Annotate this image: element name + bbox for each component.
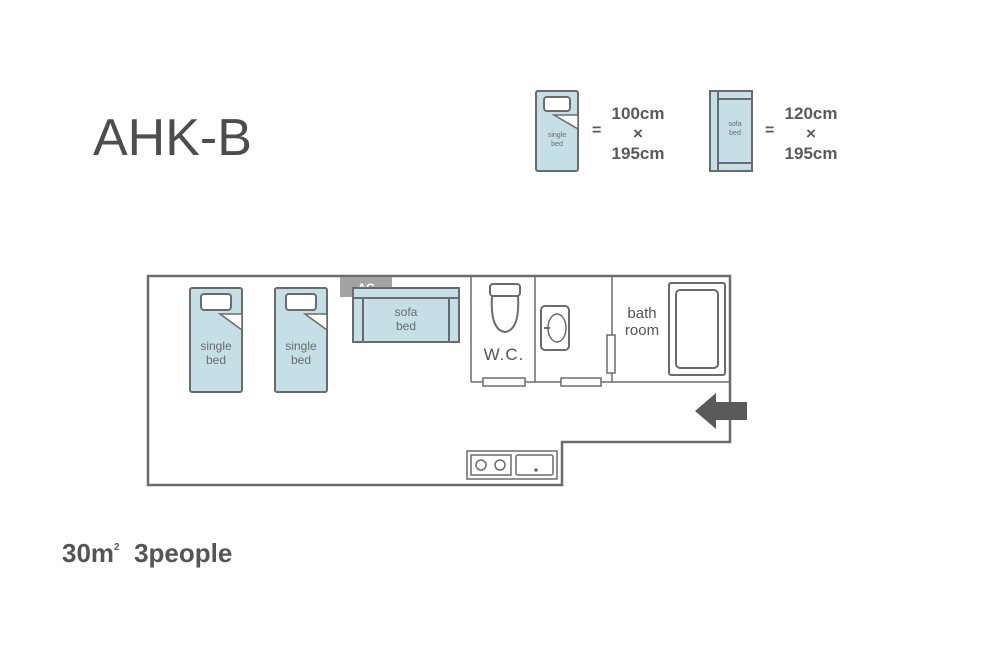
area-value: 30 [62,538,91,568]
legend-single-times: × [633,124,643,143]
area-unit: m [90,538,115,568]
legend-sofa-dimensions: 120cm × 195cm [777,104,845,164]
legend-single-equals: = [592,122,602,139]
bathtub-icon [668,282,726,376]
legend-sofa-length: 195cm [784,144,838,163]
legend-sofa-bed-icon: sofa bed [709,90,753,172]
single-bed-2-label2: bed [291,353,311,367]
sofa-bed-label2: bed [396,319,416,333]
sofa-bed-label1: sofa [395,305,418,319]
bathroom-label1: bath [627,305,656,322]
door-wc [482,377,526,387]
door-bath [606,334,616,374]
legend-single-dimensions: 100cm × 195cm [604,104,672,164]
legend-sofa-width: 120cm [784,104,838,123]
wc-label: W.C. [484,345,525,364]
outer-wall [146,274,732,487]
single-bed-2-label1: single [285,339,317,353]
sofa-bed: sofa bed [352,287,460,343]
legend-single-width: 100cm [611,104,665,123]
single-bed-1-label2: bed [206,353,226,367]
washbasin-icon [540,305,570,351]
single-bed-1-label1: single [200,339,232,353]
legend-sofa-times: × [806,124,816,143]
toilet-icon [489,283,521,334]
room-summary: 30m2 3people [62,538,232,569]
legend-single-bed-label1: single [548,132,566,139]
occupancy: 3people [134,538,233,568]
legend-sofa-bed-label1: sofa [728,121,741,128]
door-sink [560,377,602,387]
legend-sofa-equals: = [765,122,775,139]
legend-sofa-bed-label2: bed [729,130,741,137]
plan-title: AHK-B [93,109,252,167]
legend-single-bed-icon: single bed [535,90,579,172]
legend-single-bed-label2: bed [551,141,563,148]
entrance-arrow-icon [695,393,747,429]
bathroom-label2: room [625,322,659,339]
single-bed-2: single bed [274,287,328,393]
single-bed-1: single bed [189,287,243,393]
kitchenette-icon [466,450,558,480]
area-sup: 2 [114,542,120,553]
legend-single-length: 195cm [611,144,665,163]
